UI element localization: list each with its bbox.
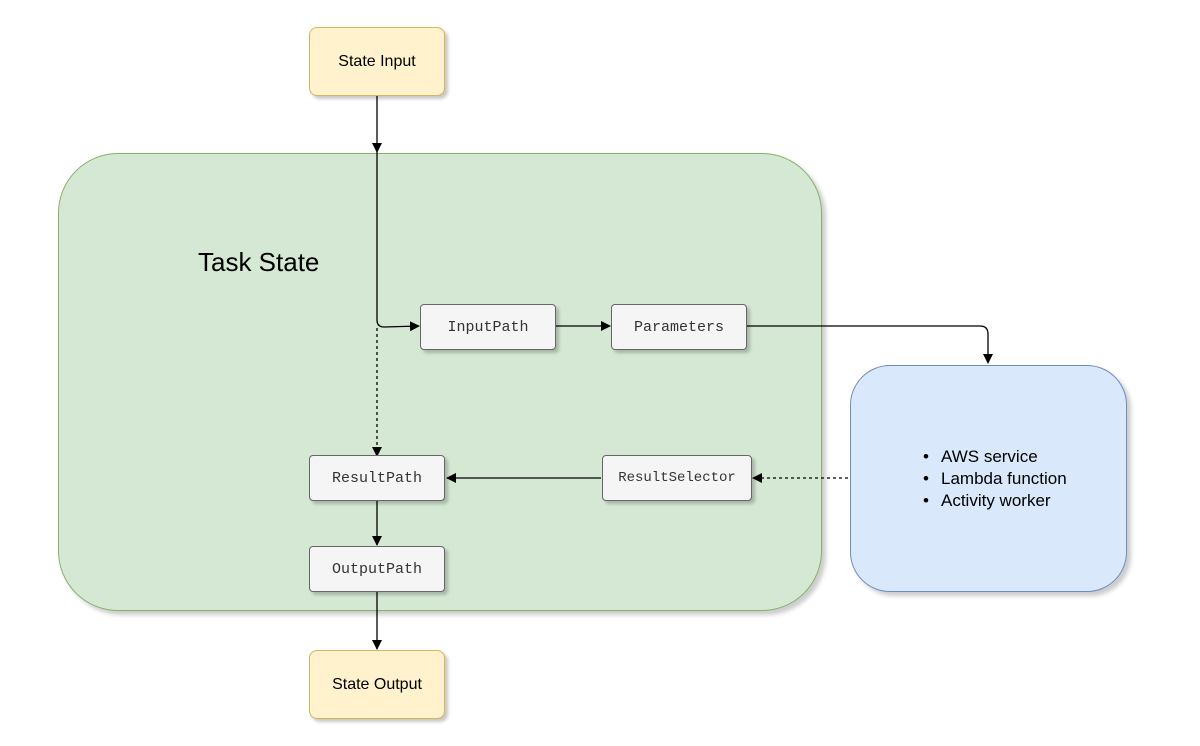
edge-parameters-to-service [747, 325, 993, 364]
task-state-title: Task State [198, 247, 320, 277]
output-path-node: OutputPath [309, 546, 445, 592]
state-input-node: State Input [309, 27, 445, 96]
task-state-container [58, 153, 822, 611]
edge-to-input-path [376, 152, 420, 332]
service-list: AWS service Lambda function Activity wor… [919, 446, 1067, 512]
result-path-node: ResultPath [309, 455, 445, 501]
input-path-node: InputPath [420, 304, 556, 350]
service-item-aws-service: AWS service [919, 446, 1067, 468]
state-output-node: State Output [309, 650, 445, 719]
result-selector-node: ResultSelector [602, 455, 752, 501]
service-box: AWS service Lambda function Activity wor… [850, 365, 1127, 592]
service-item-lambda-function: Lambda function [919, 468, 1067, 490]
service-item-activity-worker: Activity worker [919, 490, 1067, 512]
parameters-node: Parameters [611, 304, 747, 350]
